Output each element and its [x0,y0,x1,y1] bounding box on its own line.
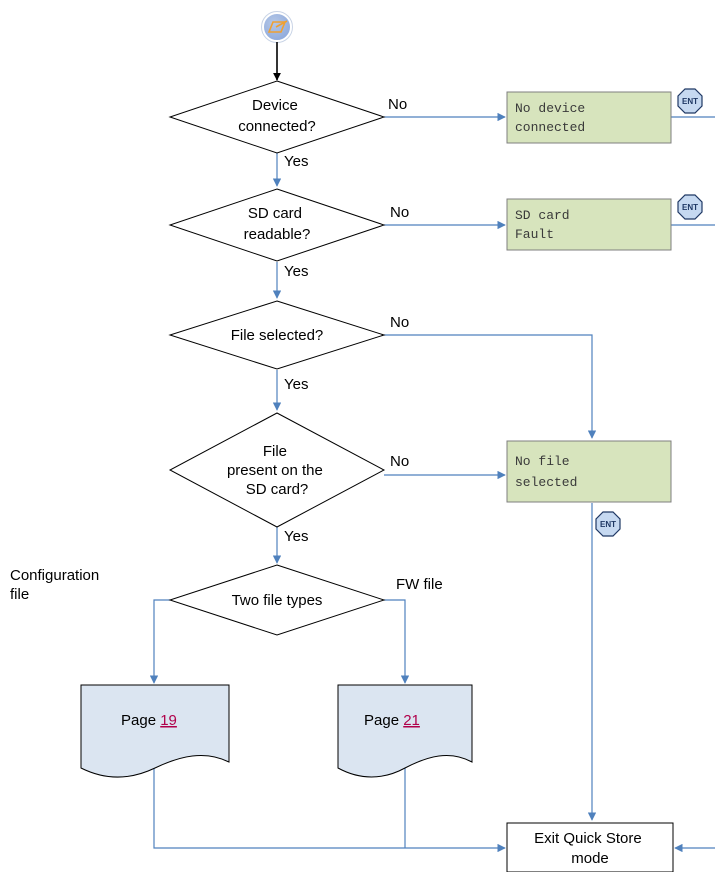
decision-device-connected: Device connected? [168,80,386,154]
lcd-no-device: No device connected [506,91,672,144]
label-no-2: No [390,204,409,221]
document-page-19: Page 19 [80,684,230,778]
label-configuration-file: Configuration file [10,567,103,603]
label-yes-4: Yes [284,528,308,545]
connector-no-selected [384,334,597,439]
exit-quick-store-box: Exit Quick Store mode [506,822,674,872]
decision-file-selected: File selected? [168,300,386,370]
lcd-sd-fault-text: SD card Fault [515,208,577,242]
decision-sd-readable: SD card readable? [168,188,386,262]
lcd-no-file: No file selected [506,440,672,503]
label-yes-3: Yes [284,376,308,393]
decision-device-text: Device connected? [238,97,316,135]
svg-text:ENT: ENT [682,97,698,106]
connectors [149,112,715,853]
label-no-3: No [390,314,409,331]
lcd-no-device-text: No device connected [515,101,593,135]
ent-key-icon: ENT [677,194,703,220]
document-page-21: Page 21 [337,684,473,778]
svg-text:ENT: ENT [682,203,698,212]
decision-file-types: Two file types [168,564,386,636]
page-19-label: Page 19 [121,712,177,729]
decision-types-text: Two file types [232,592,323,609]
label-fw-file: FW file [396,576,443,593]
decision-file-present: File present on the SD card? [168,412,386,528]
exit-quick-store-text: Exit Quick Store mode [534,830,646,867]
connector-fw-branch [384,599,410,684]
page-19-link[interactable]: 19 [160,712,177,729]
decision-present-text: File present on the SD card? [227,443,327,498]
ent-key-icon: ENT [677,88,703,114]
decision-sd-text: SD card readable? [244,205,311,243]
ent-key-icon: ENT [595,511,621,537]
svg-text:ENT: ENT [600,520,616,529]
lcd-sd-fault: SD card Fault [506,198,672,251]
lcd-no-file-text: No file selected [515,454,577,490]
label-no-1: No [388,96,407,113]
decision-selected-text: File selected? [231,327,324,344]
label-yes-2: Yes [284,263,308,280]
label-yes-1: Yes [284,153,308,170]
connector-page19-exit [153,767,506,853]
page-21-label: Page 21 [364,712,420,729]
page-21-link[interactable]: 21 [403,712,420,729]
start-node-icon [261,11,293,43]
connector-config-branch [149,599,170,684]
label-no-4: No [390,453,409,470]
